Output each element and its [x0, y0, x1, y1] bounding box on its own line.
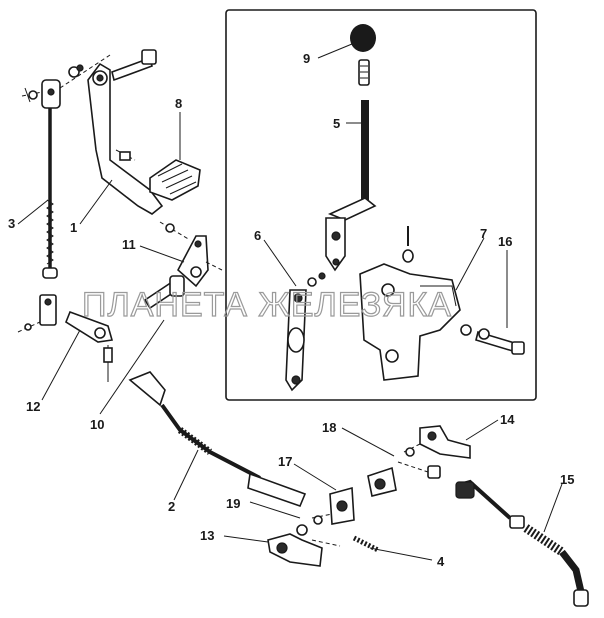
- knob-9: [350, 24, 376, 52]
- callout-18: 18: [322, 420, 336, 435]
- link-6: [285, 272, 326, 392]
- pedal-pad-8: [149, 159, 201, 201]
- shaft-10: [143, 275, 185, 310]
- callout-16: 16: [498, 234, 512, 249]
- callout-11: 11: [122, 237, 136, 252]
- fork-bracket: [325, 217, 346, 272]
- bracket-14: [403, 425, 471, 459]
- cable-joint-17: [311, 486, 380, 553]
- callout-17: 17: [278, 454, 292, 469]
- callout-5: 5: [333, 116, 340, 131]
- rod-3: [42, 90, 58, 279]
- fitting-17-18: [367, 461, 441, 497]
- callout-10: 10: [90, 417, 104, 432]
- rod-fork-top: [21, 54, 111, 109]
- callout-8: 8: [175, 96, 182, 111]
- callout-4: 4: [437, 554, 445, 569]
- callout-14: 14: [500, 412, 515, 427]
- callout-15: 15: [560, 472, 574, 487]
- bolt-16: [460, 324, 525, 355]
- inset-frame: [225, 9, 537, 401]
- leader-lines: [17, 43, 563, 561]
- callout-12: 12: [26, 399, 40, 414]
- callout-labels: 9 5 8 3 1 11 6 7 16 12 10 2 18 14 17 15 …: [8, 51, 574, 569]
- watermark-text: ПЛАНЕТА ЖЕЛЕЗЯКА: [82, 286, 452, 324]
- callout-19: 19: [226, 496, 240, 511]
- callout-6: 6: [254, 228, 261, 243]
- callout-13: 13: [200, 528, 214, 543]
- cable-2: [128, 371, 307, 508]
- bracket-7: [359, 226, 461, 381]
- cable-15: [455, 479, 589, 607]
- pedal-1: [87, 49, 164, 215]
- callout-3: 3: [8, 216, 15, 231]
- lever-11: [159, 221, 223, 288]
- pedal-bolt: [115, 149, 136, 161]
- callout-2: 2: [168, 499, 175, 514]
- callout-9: 9: [303, 51, 310, 66]
- lever-12: [17, 294, 114, 382]
- shift-rod-5: [327, 59, 377, 221]
- bracket-13: [267, 524, 341, 567]
- callout-1: 1: [70, 220, 77, 235]
- callout-7: 7: [480, 226, 487, 241]
